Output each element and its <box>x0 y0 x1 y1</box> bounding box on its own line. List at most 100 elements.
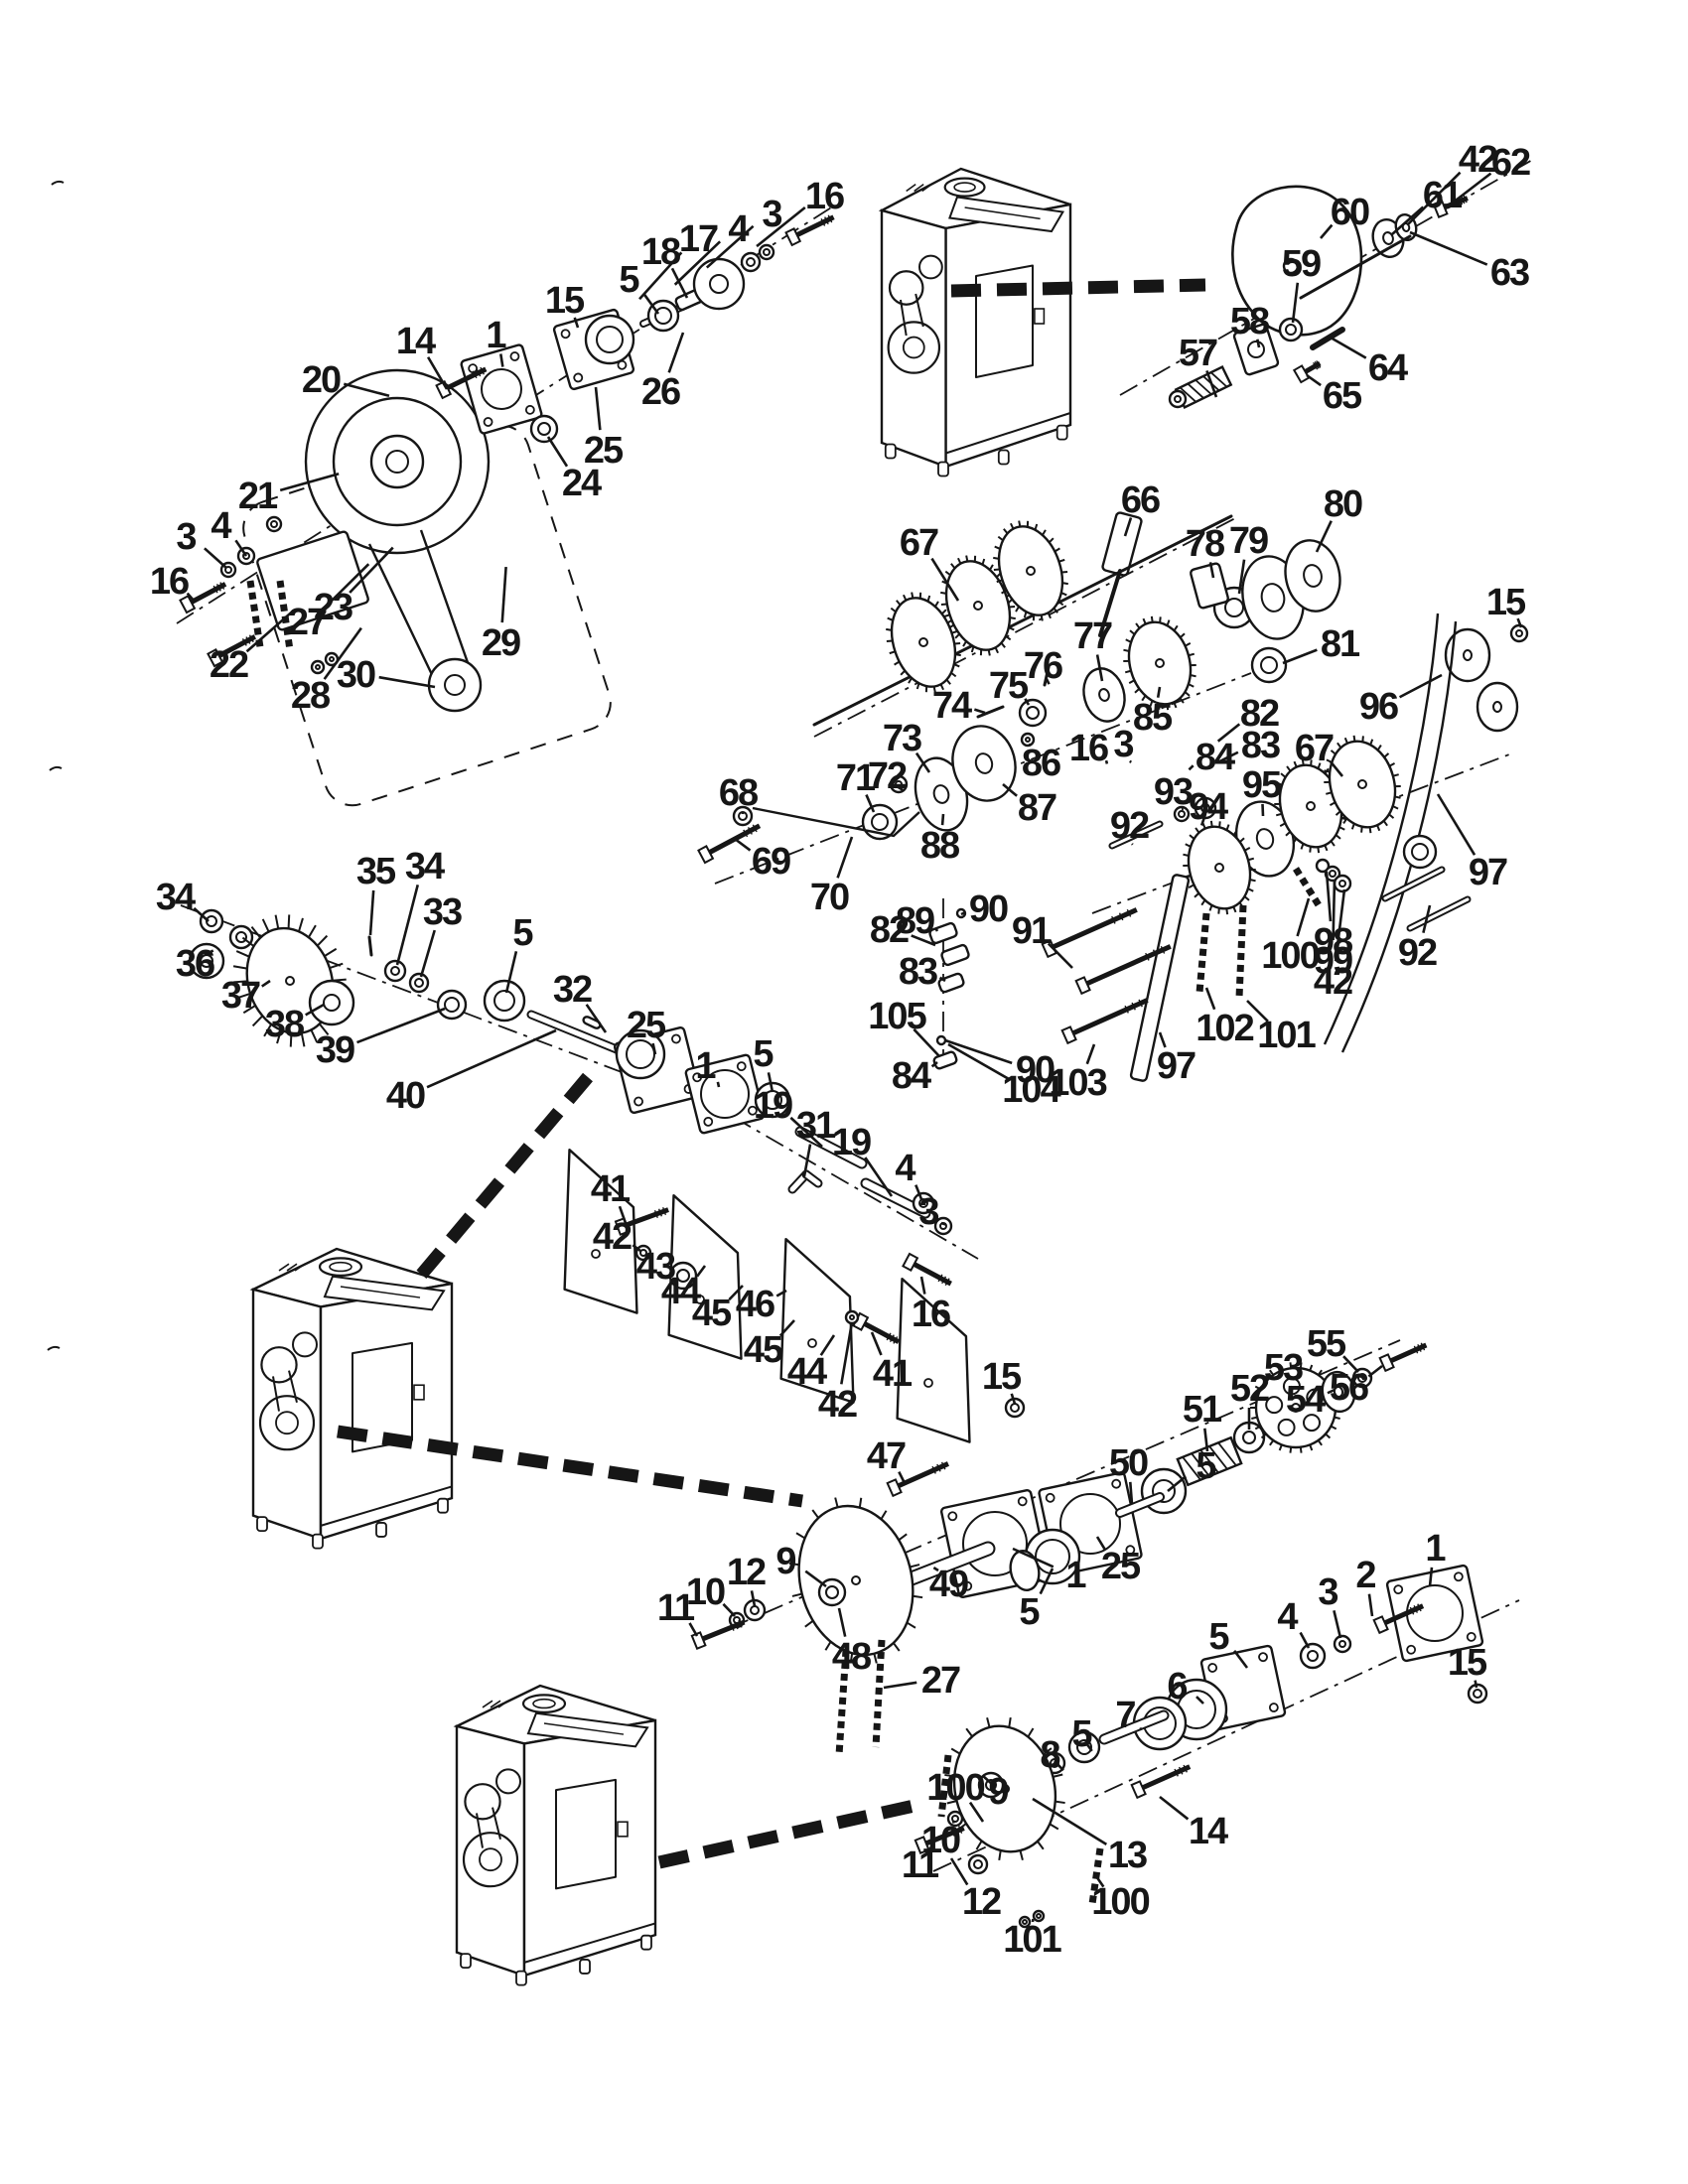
tooth <box>1276 781 1283 786</box>
callout-label: 74 <box>932 685 972 727</box>
tooth <box>887 616 894 621</box>
ring-inner <box>1022 1919 1028 1925</box>
callout-leader <box>1398 673 1443 699</box>
callout-label: 15 <box>1486 582 1526 623</box>
callout-leader <box>245 609 295 653</box>
callout-label: 54 <box>1286 1379 1326 1421</box>
callout: 99 <box>1314 879 1354 982</box>
callout-leader <box>1188 764 1195 771</box>
part-rod <box>812 514 1233 727</box>
ring-inner <box>1338 880 1346 887</box>
part-plate <box>582 1016 602 1029</box>
ring-outer <box>1315 858 1331 874</box>
callout-leader <box>368 889 375 936</box>
tooth <box>235 950 250 958</box>
stray-mark <box>47 1345 61 1351</box>
part-ring <box>529 414 559 444</box>
cabinet-side <box>944 203 1072 469</box>
callout-label: 18 <box>641 231 680 273</box>
callout-leader <box>323 563 370 610</box>
callout: 104 <box>947 1042 1063 1111</box>
callout-leader <box>234 539 248 557</box>
tooth <box>1317 762 1322 769</box>
tooth <box>979 649 983 656</box>
tooth <box>310 1028 319 1043</box>
tooth <box>981 558 986 566</box>
callout: 72 <box>868 755 909 797</box>
callout-label: 42 <box>818 1384 857 1426</box>
tooth <box>1053 607 1058 614</box>
ring-inner <box>537 422 551 436</box>
part-ring <box>1020 732 1036 748</box>
callout-leader <box>1208 562 1215 579</box>
callout-leader <box>1289 1385 1293 1393</box>
callout-leader <box>914 1184 923 1200</box>
part-ring <box>1018 698 1048 728</box>
thread-tick <box>1138 999 1143 1008</box>
callout-leader <box>676 1270 681 1274</box>
callout-label: 16 <box>912 1294 950 1335</box>
part-chain <box>1235 904 1247 999</box>
ring-inner <box>951 1815 959 1823</box>
tooth <box>1336 742 1342 749</box>
callout-label: 5 <box>1071 1713 1092 1755</box>
part-wedge <box>667 1193 743 1360</box>
tooth <box>1053 1773 1063 1778</box>
tooth <box>1324 769 1331 773</box>
tooth <box>1060 592 1067 597</box>
bolt-head <box>179 595 197 614</box>
callout: 38 <box>265 1003 325 1045</box>
front-pulley-small <box>260 1346 298 1384</box>
callout: 92 <box>1110 805 1151 847</box>
thread-tick <box>1145 952 1150 961</box>
callout-label: 101 <box>1003 1919 1061 1961</box>
stray-mark <box>51 180 65 186</box>
callout-label: 68 <box>719 772 758 814</box>
callout-leader <box>632 1244 641 1253</box>
callout-leader <box>618 1205 628 1224</box>
part-sprocket <box>788 1497 923 1664</box>
tooth <box>973 555 977 562</box>
wedge-hole <box>591 1249 601 1259</box>
thread-tick <box>245 636 251 644</box>
callout: 41 <box>591 1168 633 1224</box>
callout: 25 <box>1095 1536 1143 1587</box>
tooth <box>1376 824 1381 832</box>
callout: 82 <box>1216 693 1281 743</box>
curve <box>367 529 473 686</box>
tooth <box>1123 659 1130 662</box>
thread-tick <box>743 829 749 838</box>
tooth <box>1325 1433 1332 1439</box>
mount-hole <box>633 1096 643 1107</box>
callout: 22 <box>210 609 295 686</box>
tooth <box>1218 821 1221 828</box>
cabinet-foot <box>997 449 1010 466</box>
ring-inner <box>1035 1539 1070 1574</box>
callout: 17 <box>638 218 720 301</box>
tooth <box>1286 765 1292 772</box>
part-blob <box>1231 185 1363 337</box>
callout: 32 <box>553 969 608 1033</box>
bolt-head <box>1292 364 1311 384</box>
callout: 96 <box>1359 673 1443 728</box>
callout-label: 16 <box>150 561 189 603</box>
door-latch <box>413 1384 425 1401</box>
part-bolt <box>690 1619 746 1651</box>
mount-hole <box>1258 1652 1268 1663</box>
callout-label: 5 <box>1208 1616 1229 1658</box>
part-plate <box>937 972 965 994</box>
bolt-head <box>902 1252 919 1272</box>
callout-leader <box>1205 369 1218 398</box>
callout-label: 36 <box>176 943 214 985</box>
tooth <box>900 669 907 676</box>
callout-leader <box>1320 223 1334 239</box>
ring-outer <box>935 1034 947 1046</box>
tooth <box>945 678 951 685</box>
ring-outer <box>1004 1397 1026 1419</box>
tooth <box>1190 674 1196 678</box>
callout-leader <box>573 317 580 329</box>
callout-leader <box>1002 783 1018 797</box>
rod-core <box>1383 868 1444 900</box>
disc-hole <box>1333 1386 1344 1398</box>
